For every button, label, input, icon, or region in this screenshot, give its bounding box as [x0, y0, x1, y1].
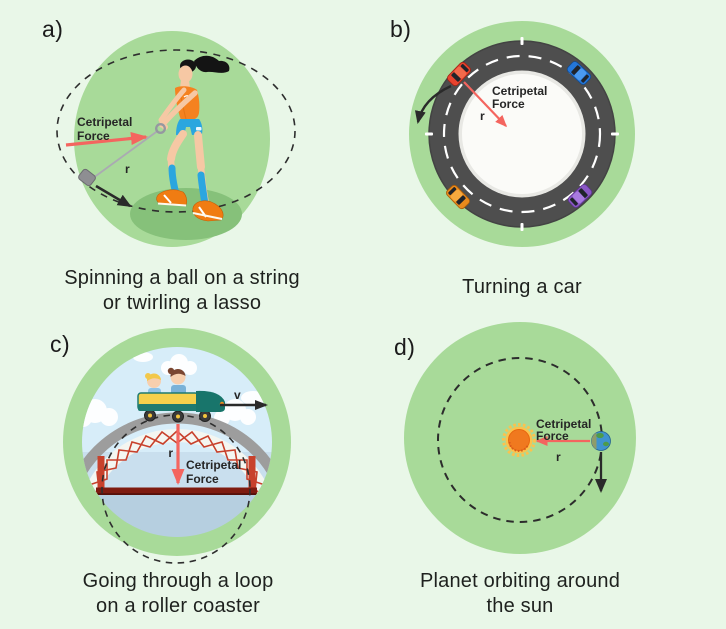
centripetal-force-label: Force: [77, 129, 110, 143]
caption-line: the sun: [486, 594, 554, 617]
panel-a-label: a): [42, 16, 64, 42]
car-orange: [446, 184, 470, 210]
rider-brunette: [167, 367, 186, 396]
velocity-label: v: [234, 388, 241, 402]
lane-divider-dashed: [442, 54, 602, 214]
panel-a-caption: Spinning a ball on a string or twirling …: [8, 266, 356, 315]
earth: [591, 431, 611, 451]
radius-label: r: [125, 162, 130, 176]
hammer-ball: [78, 168, 96, 187]
road-edge-ticks: [425, 37, 619, 231]
arm-back: [162, 90, 198, 125]
bridge-post-left: [97, 456, 105, 492]
sun-rays: [502, 423, 536, 457]
centripetal-force-label: Force: [492, 97, 525, 111]
panel-b-caption: Turning a car: [368, 275, 676, 300]
bridge-post-right: [248, 456, 256, 492]
radius-label: r: [168, 446, 173, 460]
spinning-ball-illustration: Cetripetal Force r: [56, 31, 296, 247]
roundabout-center: [462, 74, 582, 194]
centripetal-force-arrow: [463, 81, 508, 128]
arm-front: [158, 87, 187, 123]
panel-d-caption: Planet orbiting around the sun: [366, 569, 674, 618]
car-purple: [567, 184, 593, 208]
planet-orbit-illustration: Cetripetal Force r: [404, 322, 636, 554]
sun-core: [508, 429, 530, 451]
panel-c-caption: Going through a loop on a roller coaster: [8, 569, 348, 618]
deck-shadow: [96, 493, 257, 495]
panel-b-label: b): [390, 16, 412, 42]
coaster-cart: [137, 367, 225, 423]
ponytail: [194, 55, 230, 73]
caption-line: Turning a car: [462, 276, 582, 298]
car-red: [447, 61, 471, 87]
caption-line: Spinning a ball on a string: [64, 267, 300, 289]
cart-trim: [138, 404, 200, 411]
centripetal-force-label: Cetripetal: [77, 115, 132, 129]
left-shoe: [156, 189, 188, 207]
centripetal-force-label: Cetripetal: [186, 458, 241, 472]
turning-car-illustration: Cetripetal Force r: [409, 21, 635, 247]
right-shoe: [192, 200, 224, 222]
centripetal-force-label: Force: [536, 429, 569, 443]
circular-path-dashed: [56, 49, 296, 213]
right-thigh: [194, 131, 205, 171]
bridge-deck: [96, 487, 257, 494]
neck: [180, 80, 190, 88]
velocity-arrow: [414, 84, 452, 124]
centripetal-force-arrow: [65, 132, 148, 147]
roller-coaster-illustration: v r Cetripetal Force: [63, 328, 291, 564]
velocity-arrow: [95, 184, 132, 208]
panel-c-label: c): [50, 331, 71, 357]
earth-shadow-side: [591, 431, 597, 451]
shorts-tab: [196, 127, 202, 131]
cart-nose: [196, 390, 225, 412]
centripetal-force-label: Cetripetal: [536, 417, 591, 431]
car-blue: [566, 61, 592, 85]
continent: [596, 432, 604, 439]
hammer-grip-ring: [154, 122, 166, 134]
ground-shadow: [130, 188, 242, 240]
sun-texture: [508, 441, 529, 452]
panel-d-label: d): [394, 334, 416, 360]
caption-line: Going through a loop: [82, 570, 274, 592]
caption-line: on a roller coaster: [96, 594, 260, 617]
caption-line: Planet orbiting around: [419, 570, 621, 592]
continent: [603, 441, 609, 447]
centripetal-force-label: Cetripetal: [492, 84, 547, 98]
centripetal-force-label: Force: [186, 472, 219, 486]
sun: [502, 423, 536, 457]
radius-label: r: [480, 109, 485, 123]
head: [178, 65, 193, 83]
green-backdrop-circle: [74, 31, 270, 247]
caption-line: or twirling a lasso: [102, 291, 262, 314]
radius-label: r: [556, 450, 561, 464]
athlete-figure: [156, 55, 230, 222]
